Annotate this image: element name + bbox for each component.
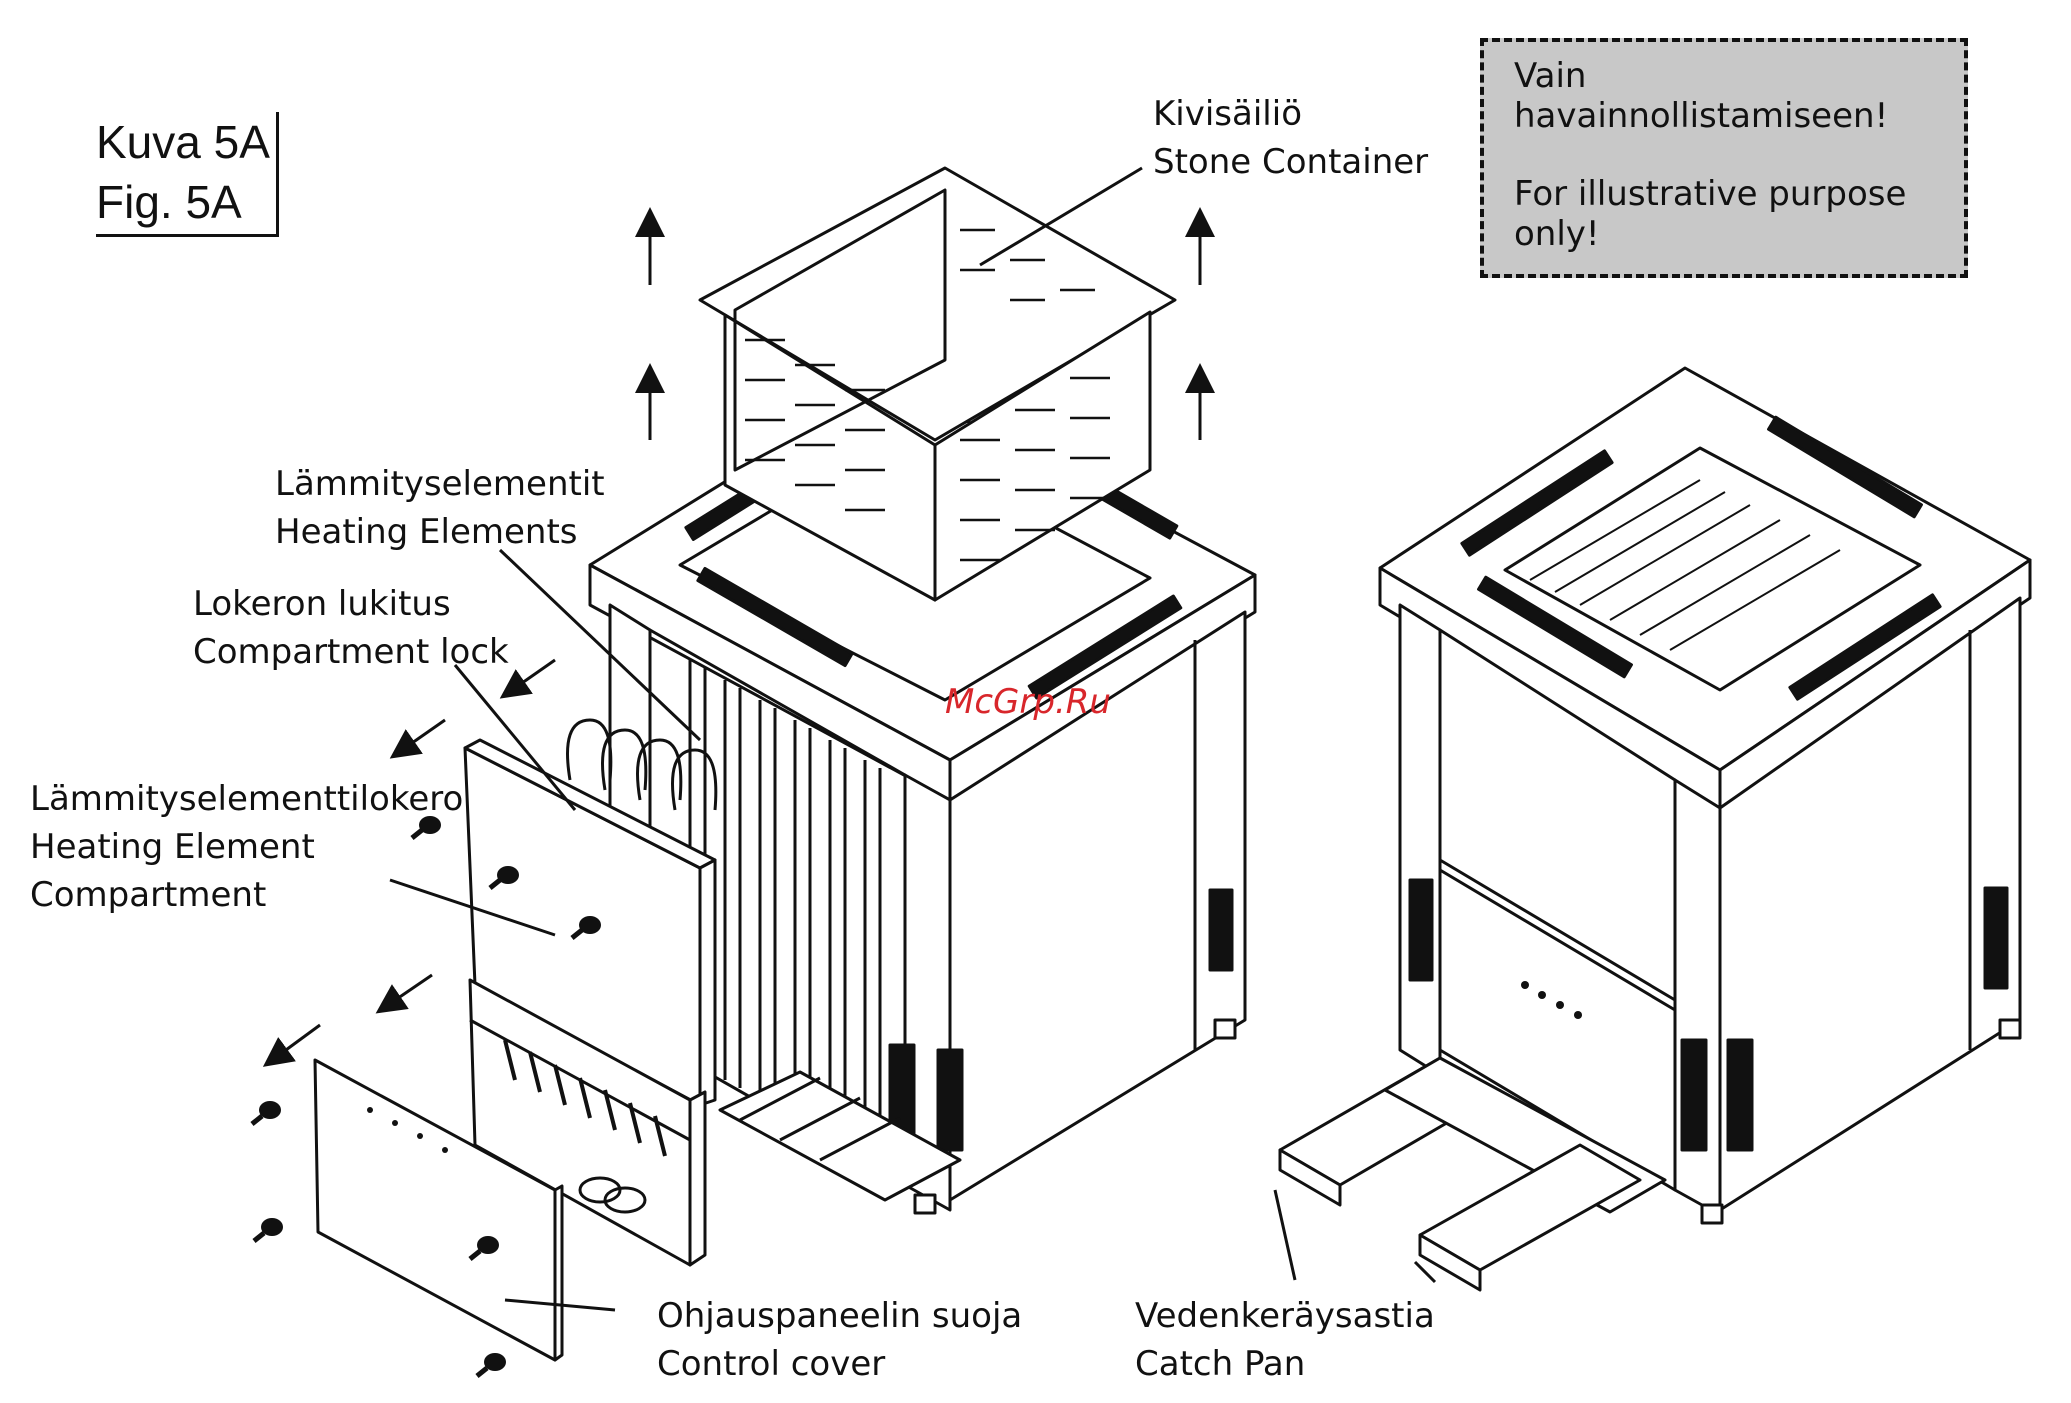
watermark: McGrp.Ru [945, 682, 1111, 722]
label-element-compartment-fi: Lämmityselementtilokero [30, 775, 463, 823]
label-catch-pan: Vedenkeräysastia Catch Pan [1135, 1292, 1435, 1388]
label-heating-elements: Lämmityselementit Heating Elements [275, 460, 605, 556]
label-heating-elements-en: Heating Elements [275, 508, 605, 556]
notice-en-line1: For illustrative purpose [1514, 174, 1934, 214]
label-compartment-lock-fi: Lokeron lukitus [193, 580, 509, 628]
label-compartment-lock: Lokeron lukitus Compartment lock [193, 580, 509, 676]
notice-fi-line1: Vain [1514, 56, 1934, 96]
label-stone-container: Kivisäiliö Stone Container [1153, 90, 1428, 186]
label-element-compartment-en2: Compartment [30, 871, 463, 919]
label-element-compartment: Lämmityselementtilokero Heating Element … [30, 775, 463, 919]
figure-number-fi: Kuva 5A [96, 112, 270, 172]
notice-en-line2: only! [1514, 214, 1934, 254]
label-stone-container-fi: Kivisäiliö [1153, 90, 1428, 138]
label-control-cover: Ohjauspaneelin suoja Control cover [657, 1292, 1022, 1388]
label-stone-container-en: Stone Container [1153, 138, 1428, 186]
label-catch-pan-en: Catch Pan [1135, 1340, 1435, 1388]
figure-number: Kuva 5A Fig. 5A [96, 112, 279, 237]
label-control-cover-fi: Ohjauspaneelin suoja [657, 1292, 1022, 1340]
label-catch-pan-fi: Vedenkeräysastia [1135, 1292, 1435, 1340]
label-compartment-lock-en: Compartment lock [193, 628, 509, 676]
figure-number-en: Fig. 5A [96, 172, 270, 232]
notice-fi-line2: havainnollistamiseen! [1514, 96, 1934, 136]
right-heater [1280, 368, 2030, 1290]
label-control-cover-en: Control cover [657, 1340, 1022, 1388]
label-heating-elements-fi: Lämmityselementit [275, 460, 605, 508]
illustrative-notice: Vain havainnollistamiseen! For illustrat… [1480, 38, 1968, 278]
label-element-compartment-en1: Heating Element [30, 823, 463, 871]
